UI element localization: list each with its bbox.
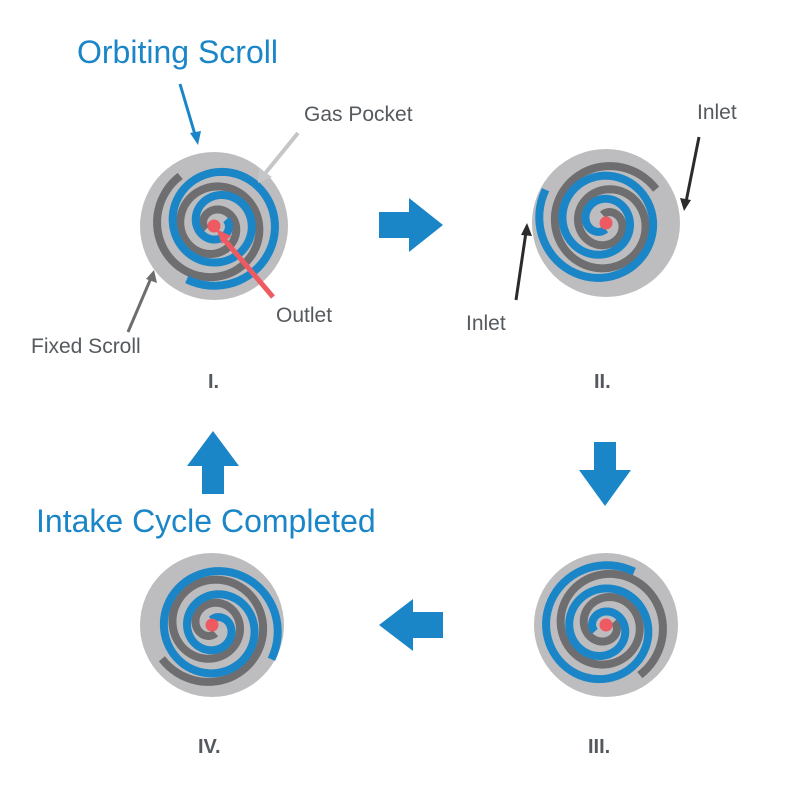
- stage-2-scroll-set: [532, 149, 680, 297]
- orbiting-scroll: [542, 561, 653, 684]
- gas-pocket-pointer: [261, 131, 300, 178]
- stage-4-scroll-set: [140, 553, 284, 697]
- inlet-top-label: Inlet: [697, 101, 737, 124]
- stage-3-numeral: III.: [588, 736, 611, 758]
- outlet-dot: [599, 618, 613, 632]
- orbiting-scroll-label: Orbiting Scroll: [77, 34, 278, 70]
- orbiting-scroll-pointer-head: [190, 131, 201, 145]
- arrow-right-icon: [379, 198, 443, 252]
- orbiting-scroll: [159, 567, 282, 678]
- outlet-pointer-head: [216, 229, 231, 244]
- arrow-left-icon: [379, 599, 443, 651]
- orbiting-scroll: [535, 171, 658, 282]
- arrow-up-icon: [187, 431, 239, 494]
- stage-4-numeral: IV.: [198, 736, 221, 758]
- gas-pocket-pointer-head: [258, 168, 272, 183]
- stage-1-scroll-set: [140, 152, 288, 300]
- inlet-bottom-pointer: [514, 231, 528, 301]
- gas-pocket-label: Gas Pocket: [304, 103, 413, 126]
- outlet-dot: [205, 618, 219, 632]
- outlet-pointer: [221, 236, 275, 299]
- stage-3-scroll-set: [534, 553, 678, 697]
- intake-cycle-completed-label: Intake Cycle Completed: [36, 503, 376, 539]
- orbiting-scroll: [168, 167, 279, 290]
- fixed-scroll-label: Fixed Scroll: [31, 335, 141, 358]
- stage-1-numeral: I.: [208, 371, 220, 393]
- inlet-bottom-pointer-head: [521, 223, 532, 236]
- arrow-down-icon: [579, 442, 631, 506]
- outlet-dot: [207, 219, 221, 233]
- inlet-top-pointer-head: [680, 198, 691, 211]
- outlet-label: Outlet: [276, 304, 333, 327]
- stage-2-numeral: II.: [594, 371, 611, 393]
- outlet-dot: [599, 216, 613, 230]
- orbiting-scroll-pointer: [178, 83, 198, 139]
- inlet-bottom-label: Inlet: [466, 312, 506, 335]
- inlet-top-pointer: [684, 136, 701, 203]
- fixed-scroll-pointer-head: [146, 270, 157, 283]
- fixed-scroll: [153, 172, 264, 282]
- fixed-scroll: [158, 575, 268, 686]
- fixed-scroll: [550, 162, 660, 273]
- fixed-scroll: [556, 569, 667, 679]
- fixed-scroll-pointer: [126, 277, 153, 333]
